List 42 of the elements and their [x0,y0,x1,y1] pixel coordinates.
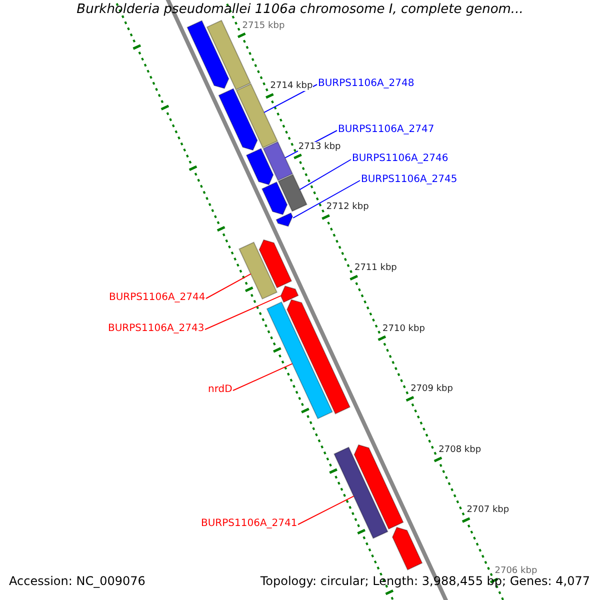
scale-label: 2708 kbp [438,444,482,455]
gene-label: BURPS1106A_2743 [108,323,204,334]
scale-label: 2713 kbp [298,142,341,152]
gene-feature [334,446,388,539]
leader-line [264,84,318,113]
gene-label: BURPS1106A_2744 [109,292,206,303]
gene-feature [238,242,278,300]
gene-feature [186,20,230,89]
scale-label: 2711 kbp [354,262,397,273]
gene-feature [286,299,351,414]
gene-label: BURPS1106A_2741 [201,518,298,529]
gene-feature [392,526,423,570]
leader-line [232,363,293,391]
gene-feature [262,141,294,182]
scale-label: 2715 kbp [242,20,285,31]
scale-label: 2710 kbp [382,324,425,334]
gene-feature [246,148,274,186]
scale-label: 2712 kbp [326,202,369,212]
scale-label: 2706 kbp [494,566,538,576]
scale-label: 2707 kbp [466,505,510,516]
scale-label: 2709 kbp [410,384,453,394]
scale-label: 2714 kbp [270,81,313,92]
gene-label: BURPS1106A_2746 [352,153,448,164]
gene-label: BURPS1106A_2747 [338,124,434,135]
title: Burkholderia pseudomallei 1106a chromosome I, complete genom... [76,2,524,17]
footer-text: Topology: circular; Length: 3,988,455 bp; Genes: 4,077 [260,574,590,588]
leader-line [206,273,252,299]
leader-line [204,295,282,330]
gene-feature [266,301,333,420]
gene-feature [278,174,308,212]
gene-label: BURPS1106A_2745 [361,174,458,185]
leader-line [299,159,352,190]
footer-text: Accession: NC_009076 [9,574,146,588]
gene-feature [280,286,299,303]
gene-feature [261,181,288,216]
gene-feature [354,444,404,530]
gene-label: nrdD [208,384,232,395]
gene-label: BURPS1106A_2748 [318,78,414,89]
gene-feature [218,88,258,151]
leader-line [292,180,360,218]
gene-feature [258,239,292,288]
leader-line [298,496,354,525]
